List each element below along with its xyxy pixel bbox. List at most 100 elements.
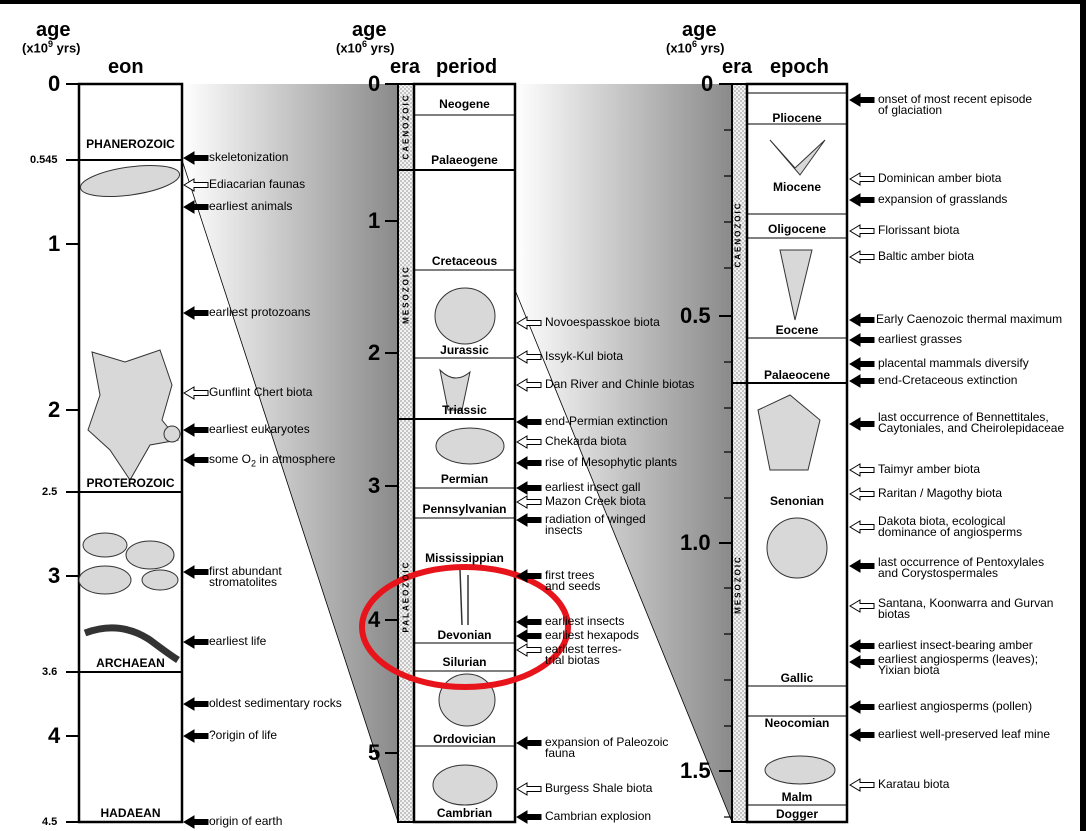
zoom-connector-period-epoch bbox=[515, 84, 732, 822]
annotation-gunflint-chert: Gunflint Chert biota bbox=[209, 387, 312, 398]
eon-boundary-36: 3.6 bbox=[42, 666, 57, 678]
annotation-baltic-amber: Baltic amber biota bbox=[878, 251, 974, 262]
filled-arrow-icon bbox=[184, 454, 208, 466]
epoch-dogger: Dogger bbox=[747, 807, 847, 821]
period-cambrian: Cambrian bbox=[414, 806, 515, 820]
hollow-arrow-icon bbox=[850, 464, 874, 476]
hollow-arrow-icon bbox=[184, 387, 208, 399]
filled-arrow-icon bbox=[184, 698, 208, 710]
annotation-placental-mammals: placental mammals diversify bbox=[878, 358, 1029, 369]
annotation-insect-amber: earliest insect-bearing amber bbox=[878, 640, 1033, 651]
filled-arrow-icon bbox=[850, 656, 874, 668]
epoch-senonian: Senonian bbox=[747, 494, 847, 508]
period-era-caenozoic: CAENOZOIC bbox=[402, 87, 411, 167]
epoch-age-unit: (x106 yrs) bbox=[666, 40, 725, 54]
period-age-label: age bbox=[352, 20, 386, 40]
annotation-raritan-magothy: Raritan / Magothy biota bbox=[878, 488, 1002, 499]
period-era-title: era bbox=[390, 56, 420, 79]
filled-arrow-icon bbox=[850, 418, 874, 430]
hollow-arrow-icon bbox=[517, 783, 541, 795]
annotation-first-stromatolites: first abundant stromatolites bbox=[209, 566, 282, 588]
filled-arrow-icon bbox=[184, 816, 208, 828]
annotation-earliest-eukaryotes: earliest eukaryotes bbox=[209, 424, 310, 435]
filled-arrow-icon bbox=[517, 416, 541, 428]
period-silurian: Silurian bbox=[414, 655, 515, 669]
annotation-thermal-maximum: Early Caenozoic thermal maximum bbox=[876, 314, 1062, 325]
filled-arrow-icon bbox=[850, 729, 874, 741]
eon-tick-2: 2 bbox=[48, 397, 60, 423]
hollow-arrow-icon bbox=[850, 488, 874, 500]
annotation-origin-of-earth: origin of earth bbox=[209, 816, 282, 827]
filled-arrow-icon bbox=[850, 560, 874, 572]
filled-arrow-icon bbox=[850, 375, 874, 387]
annotation-dakota-biota: Dakota biota, ecological dominance of an… bbox=[878, 516, 1022, 538]
epoch-gallic: Gallic bbox=[747, 671, 847, 685]
filled-arrow-icon bbox=[850, 194, 874, 206]
filled-arrow-icon bbox=[850, 314, 874, 326]
period-devonian: Devonian bbox=[414, 628, 515, 642]
hollow-arrow-icon bbox=[850, 521, 874, 533]
period-era-strip bbox=[398, 84, 414, 822]
annotation-earliest-hexapods: earliest hexapods bbox=[545, 630, 639, 641]
filled-arrow-icon bbox=[517, 630, 541, 642]
filled-arrow-icon bbox=[850, 94, 874, 106]
annotation-dan-river-chinle: Dan River and Chinle biotas bbox=[545, 379, 694, 390]
filled-arrow-icon bbox=[850, 334, 874, 346]
epoch-era-title: era bbox=[722, 56, 752, 79]
epoch-age-label: age bbox=[682, 20, 716, 40]
period-permian: Permian bbox=[414, 472, 515, 486]
eon-tick-3: 3 bbox=[48, 563, 60, 589]
period-cretaceous: Cretaceous bbox=[414, 254, 515, 268]
filled-arrow-icon bbox=[517, 482, 541, 494]
filled-arrow-icon bbox=[517, 457, 541, 469]
annotation-santana-koonwarra: Santana, Koonwarra and Gurvan biotas bbox=[878, 598, 1053, 620]
period-tick-3: 3 bbox=[368, 473, 380, 499]
eon-age-label: age bbox=[36, 20, 70, 40]
hollow-arrow-icon bbox=[850, 600, 874, 612]
annotation-earliest-animals: earliest animals bbox=[209, 201, 292, 212]
annotation-mazon-creek: Mazon Creek biota bbox=[545, 496, 646, 507]
annotation-end-permian: end-Permian extinction bbox=[545, 416, 668, 427]
annotation-first-trees: first trees and seeds bbox=[545, 570, 600, 592]
hollow-arrow-icon bbox=[850, 251, 874, 263]
period-tick-5: 5 bbox=[368, 740, 380, 766]
period-era-mesozoic: MESOZOIC bbox=[402, 245, 411, 345]
period-mississippian: Mississippian bbox=[414, 551, 515, 565]
epoch-malm: Malm bbox=[747, 790, 847, 804]
hollow-arrow-icon bbox=[850, 173, 874, 185]
eon-boundary-25: 2.5 bbox=[42, 486, 57, 498]
period-jurassic: Jurassic bbox=[414, 343, 515, 357]
annotation-pentoxylales: last occurrence of Pentoxylales and Cory… bbox=[878, 557, 1044, 579]
annotation-karatau: Karatau biota bbox=[878, 779, 949, 790]
period-triassic: Triassic bbox=[414, 403, 515, 417]
period-tick-4: 4 bbox=[368, 607, 380, 633]
annotation-earliest-insect-gall: earliest insect gall bbox=[545, 482, 640, 493]
filled-arrow-icon bbox=[850, 640, 874, 652]
annotation-earliest-grasses: earliest grasses bbox=[878, 334, 962, 345]
eon-archaean: ARCHAEAN bbox=[82, 656, 179, 670]
annotation-skeletonization: skeletonization bbox=[209, 152, 288, 163]
period-pennsylvanian: Pennsylvanian bbox=[414, 502, 515, 516]
annotation-angiosperm-pollen: earliest angiosperms (pollen) bbox=[878, 701, 1032, 712]
eon-tick-4: 4 bbox=[48, 723, 60, 749]
eon-tick-1: 1 bbox=[48, 231, 60, 257]
epoch-tick-05: 0.5 bbox=[680, 303, 711, 329]
filled-arrow-icon bbox=[517, 514, 541, 526]
annotation-earliest-insects: earliest insects bbox=[545, 616, 624, 627]
epoch-eocene: Eocene bbox=[747, 323, 847, 337]
eon-age-unit: (x109 yrs) bbox=[22, 40, 81, 54]
eon-column-title: eon bbox=[108, 56, 144, 79]
annotation-some-o2: some O2 in atmosphere bbox=[209, 454, 335, 469]
eon-tick-0: 0 bbox=[48, 71, 60, 97]
annotation-dominican-amber: Dominican amber biota bbox=[878, 173, 1001, 184]
annotation-novoespasskoe: Novoespasskoe biota bbox=[545, 317, 660, 328]
period-tick-0: 0 bbox=[368, 71, 380, 97]
annotation-chekarda: Chekarda biota bbox=[545, 436, 626, 447]
hollow-arrow-icon bbox=[517, 379, 541, 391]
filled-arrow-icon bbox=[517, 737, 541, 749]
annotation-ediacarian-faunas: Ediacarian faunas bbox=[209, 179, 305, 190]
hollow-arrow-icon bbox=[850, 779, 874, 791]
epoch-era-caenozoic: CAENOZOIC bbox=[734, 185, 743, 285]
filled-arrow-icon bbox=[850, 358, 874, 370]
annotation-earliest-life: earliest life bbox=[209, 636, 266, 647]
